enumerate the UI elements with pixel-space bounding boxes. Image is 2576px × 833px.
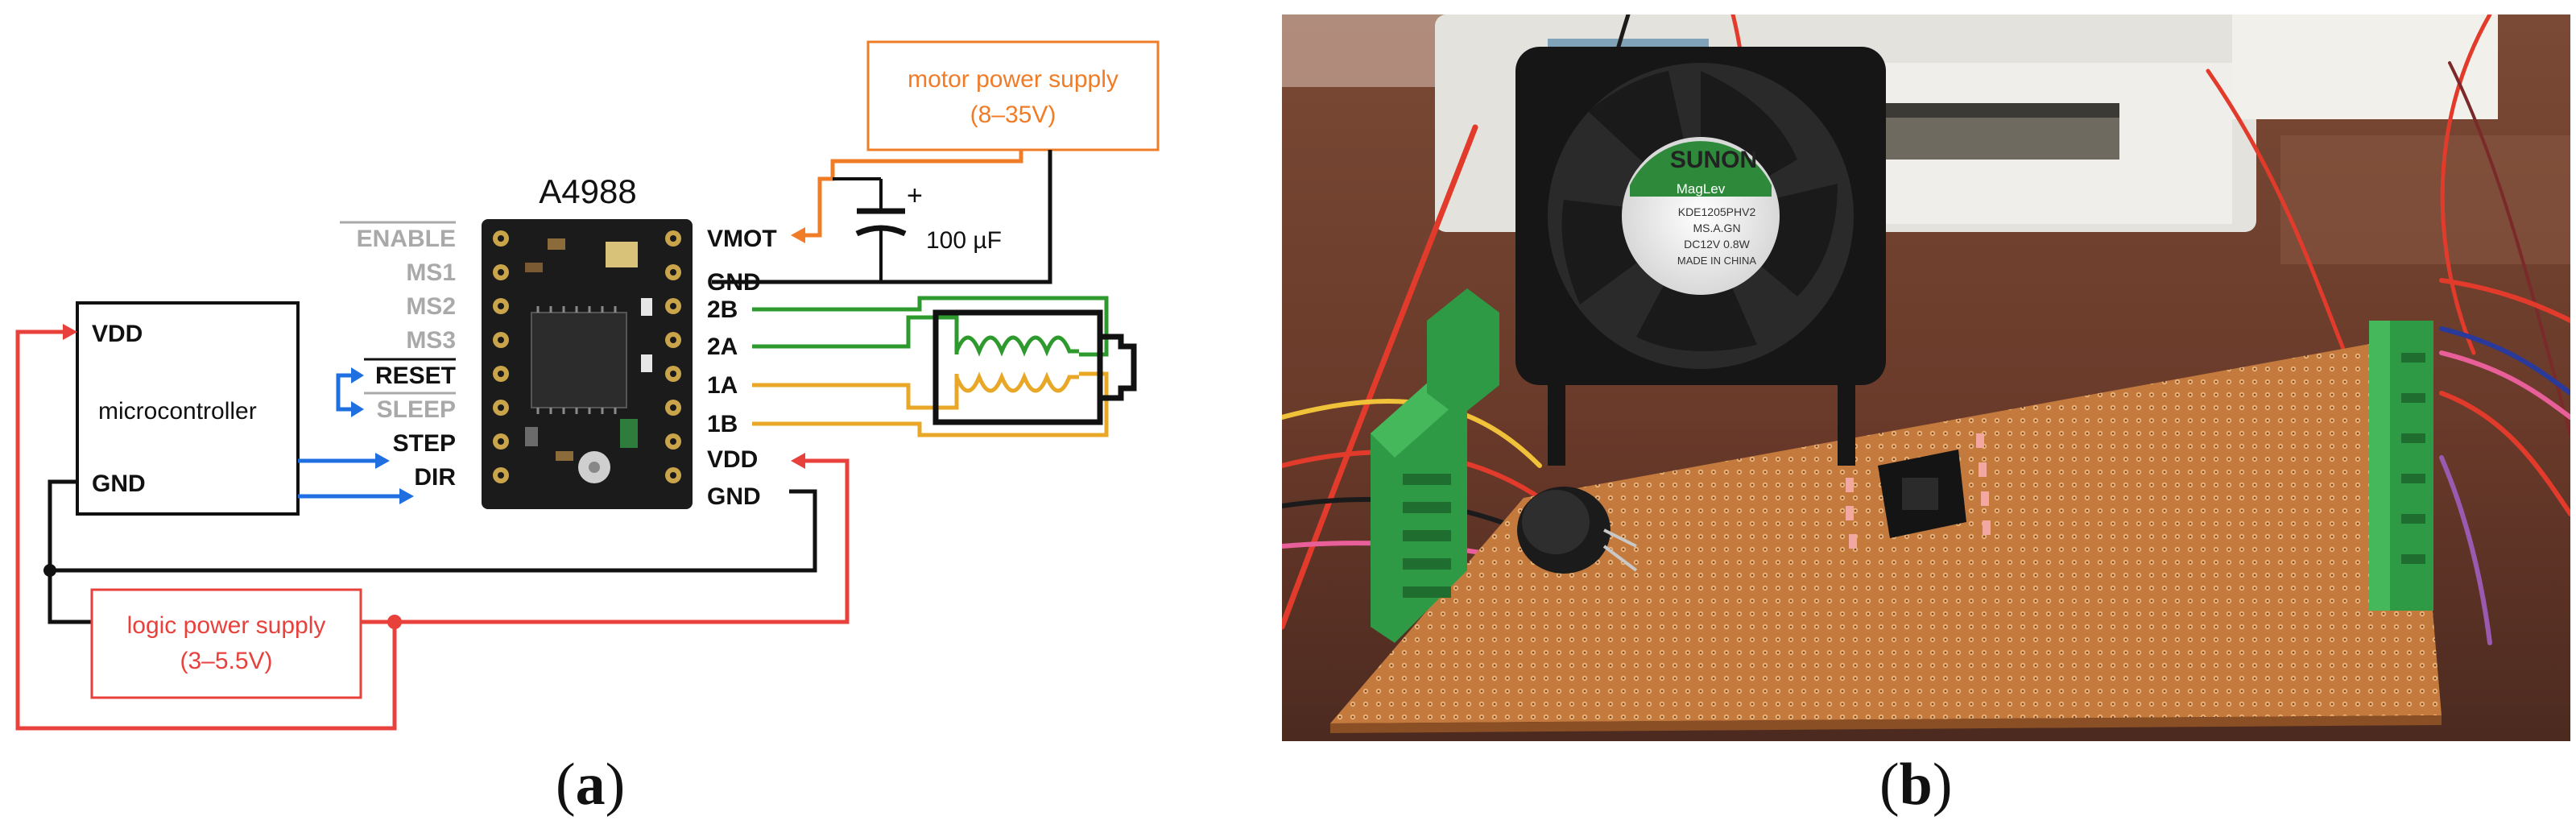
pin-step-label: STEP bbox=[393, 430, 456, 457]
electrolytic-capacitor bbox=[1517, 487, 1638, 574]
fan-brand: SUNON bbox=[1670, 147, 1757, 173]
pin-enable-label: ENABLE bbox=[357, 226, 456, 252]
pin-2a-label: 2A bbox=[707, 334, 738, 360]
motor-supply-label: motor power supply bbox=[908, 66, 1118, 93]
right-terminal-block bbox=[2369, 321, 2433, 611]
motor-power-supply: motor power supply (8–35V) bbox=[866, 40, 1160, 151]
stepper-motor bbox=[932, 309, 1137, 425]
background-equipment bbox=[1282, 15, 2570, 264]
pin-sleep-label: SLEEP bbox=[377, 396, 456, 423]
caption-b-label: b bbox=[1899, 752, 1933, 818]
pin-ms3-label: MS3 bbox=[406, 327, 456, 354]
pin-vdd-label: VDD bbox=[707, 446, 758, 473]
pin-2b-label: 2B bbox=[707, 296, 738, 323]
logic-supply-range: (3–5.5V) bbox=[180, 648, 272, 674]
logic-power-supply: logic power supply (3–5.5V) bbox=[90, 588, 362, 699]
wire-1b bbox=[752, 371, 1109, 437]
reset-sleep-jumper bbox=[336, 373, 353, 412]
pin-dir-label: DIR bbox=[414, 464, 456, 491]
coil-b bbox=[954, 335, 1079, 357]
wire-1a bbox=[752, 374, 959, 410]
chip-title: A4988 bbox=[539, 172, 636, 210]
mcu-gnd-label: GND bbox=[92, 470, 146, 497]
motor-supply-gnd-wire bbox=[712, 150, 1052, 284]
a4988-board: A4988 bbox=[482, 172, 693, 509]
perfboard bbox=[1330, 337, 2442, 723]
fan-model-line-3: DC12V 0.8W bbox=[1684, 238, 1750, 251]
driver-ic bbox=[531, 312, 627, 408]
logic-gnd-wire bbox=[50, 489, 817, 573]
caption-a-label: a bbox=[575, 752, 606, 818]
mcu-gnd-wire bbox=[48, 479, 92, 624]
vmot-arrow bbox=[791, 227, 805, 243]
pin-1a-label: 1A bbox=[707, 372, 738, 399]
pin-gnd-motor-label: GND bbox=[707, 269, 761, 296]
pin-ms2-label: MS2 bbox=[406, 293, 456, 320]
microcontroller-block: VDD microcontroller GND bbox=[76, 301, 300, 516]
fan-model-line-2: MS.A.GN bbox=[1693, 222, 1740, 234]
fan-model-line-4: MADE IN CHINA bbox=[1677, 255, 1757, 267]
fan-model-line-1: KDE1205PHV2 bbox=[1678, 205, 1756, 218]
capacitor-value: 100 µF bbox=[926, 227, 1002, 254]
cooling-fan: SUNON MagLev KDE1205PHV2 MS.A.GN DC12V 0… bbox=[1515, 47, 1886, 466]
pin-ms1-label: MS1 bbox=[406, 259, 456, 286]
mcu-name: microcontroller bbox=[98, 398, 257, 425]
mcu-vdd-label: VDD bbox=[92, 321, 143, 347]
hardware-photo: SUNON MagLev KDE1205PHV2 MS.A.GN DC12V 0… bbox=[1282, 15, 2570, 741]
wiring-diagram: motor power supply (8–35V) + 100 µF A498… bbox=[15, 40, 1160, 731]
capacitor-polarity: + bbox=[907, 180, 923, 211]
capacitor-100uF: + 100 µF bbox=[833, 177, 1002, 282]
wire-2a bbox=[752, 315, 959, 354]
caption-a: (a) bbox=[556, 752, 626, 818]
pin-1b-label: 1B bbox=[707, 411, 738, 437]
fan-sublabel: MagLev bbox=[1677, 181, 1726, 197]
left-terminal-block bbox=[1371, 288, 1499, 643]
logic-supply-label: logic power supply bbox=[127, 612, 326, 639]
logic-supply-to-mcu-vdd bbox=[15, 329, 397, 731]
pin-vmot-label: VMOT bbox=[707, 226, 777, 252]
logic-supply-to-driver-vdd bbox=[361, 458, 850, 624]
motor-supply-range: (8–35V) bbox=[970, 102, 1056, 128]
pin-reset-label: RESET bbox=[375, 363, 456, 389]
coil-a bbox=[954, 371, 1079, 393]
pin-gnd-logic-label: GND bbox=[707, 483, 761, 510]
caption-b: (b) bbox=[1879, 752, 1953, 818]
